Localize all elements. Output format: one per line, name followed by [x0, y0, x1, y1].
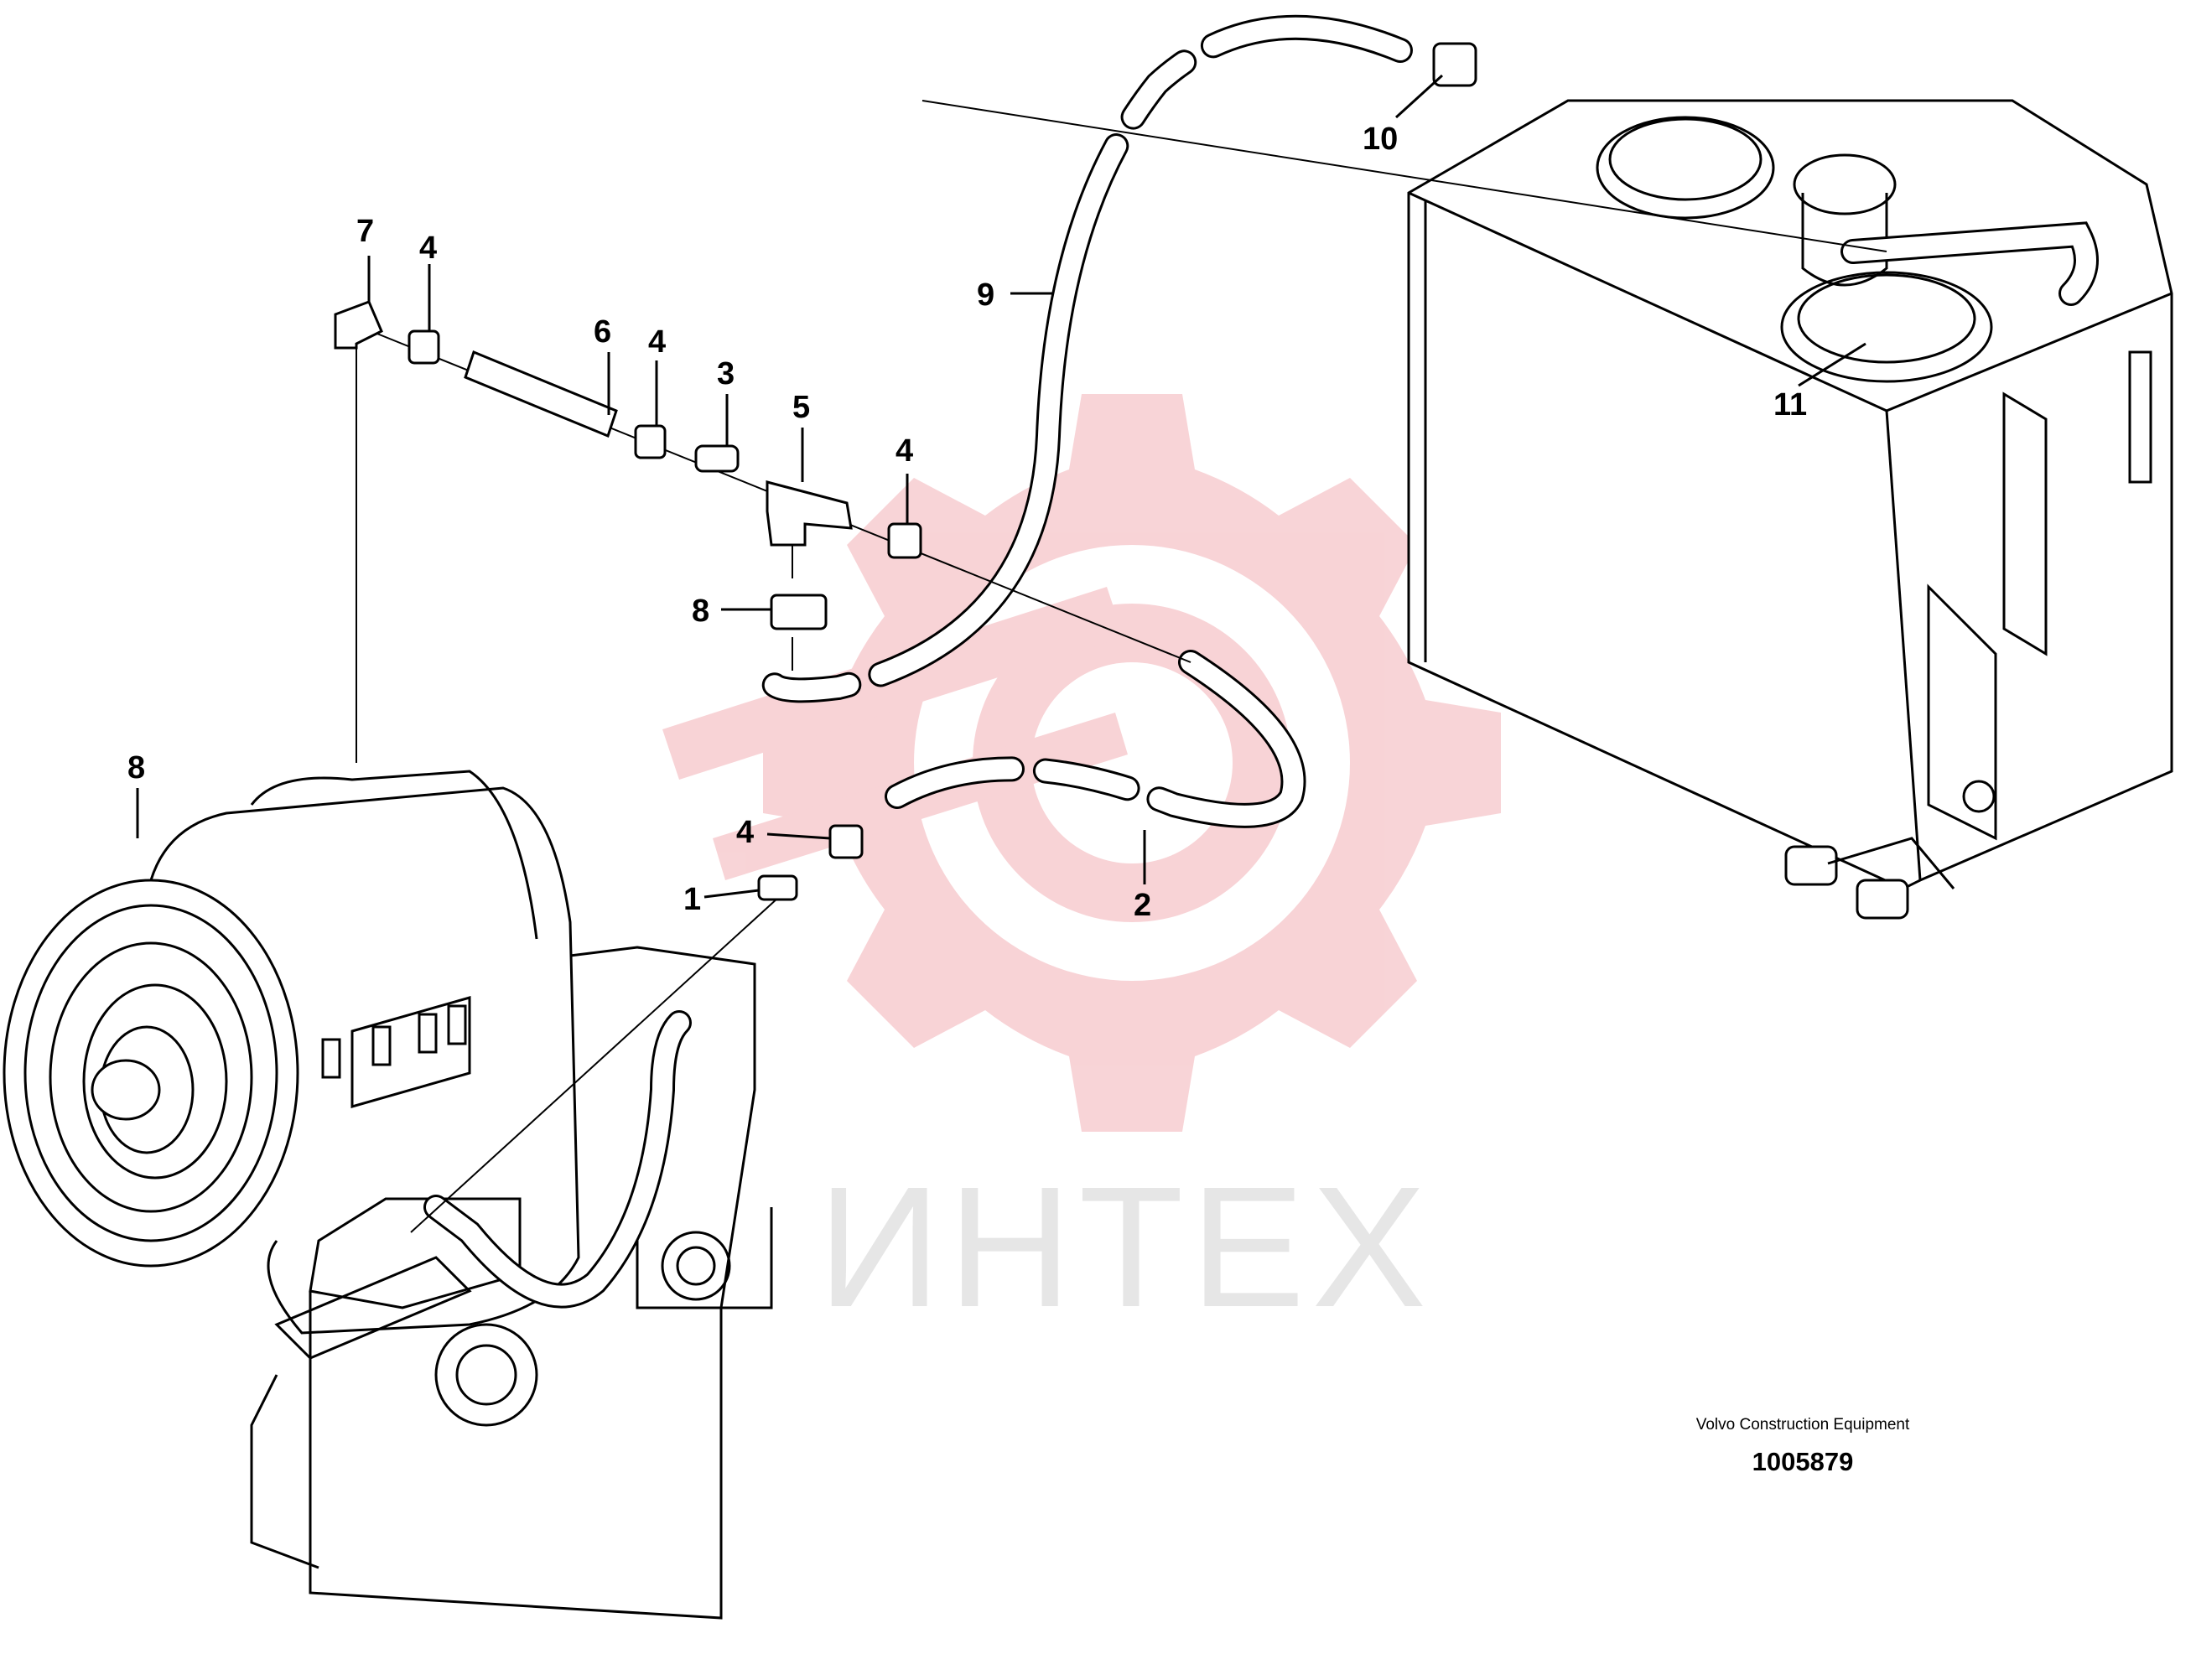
callout-2: 2: [1134, 888, 1151, 923]
hose-clamp-10: [1432, 42, 1477, 87]
callout-4-clamp-b: 4: [648, 324, 666, 360]
hose-clamp-4a: [408, 329, 440, 365]
callout-leaders: [136, 74, 1866, 899]
callout-labels: 7 4 6 4 3 5 4 8 9 10 11 8 4 1 2: [127, 122, 1807, 923]
callout-5: 5: [792, 390, 810, 425]
callout-8-clamp: 8: [692, 594, 709, 629]
hose-9: [759, 14, 1413, 703]
callout-8-transmission: 8: [127, 750, 145, 786]
elbow-fitting-7: [334, 300, 383, 350]
diagram-caption: Volvo Construction Equipment 1005879: [1677, 1415, 1929, 1477]
hose-clamp-4b: [634, 424, 667, 459]
hose-clamp-8: [770, 594, 828, 630]
hose-2: [885, 650, 1306, 828]
hydraulic-tank: [1407, 99, 2173, 920]
callout-3: 3: [717, 356, 735, 391]
callout-9: 9: [977, 277, 994, 313]
callout-10: 10: [1363, 122, 1398, 157]
watermark-gear-logo: [662, 394, 1501, 1132]
callout-4-clamp-a: 4: [419, 231, 437, 266]
pipeline-components: [334, 42, 1887, 1233]
callout-4-clamp-d: 4: [736, 815, 754, 850]
pipe-6: [464, 350, 618, 438]
callout-4-clamp-c: 4: [896, 433, 913, 469]
tee-fitting-5: [766, 480, 853, 547]
hose-clamp-4c: [887, 522, 922, 559]
manufacturer-label: Volvo Construction Equipment: [1695, 1416, 1910, 1434]
fitting-1: [757, 874, 798, 901]
nipple-3: [694, 444, 740, 473]
callout-6: 6: [594, 314, 611, 350]
callout-11: 11: [1773, 387, 1807, 423]
hose-clamp-4d: [828, 824, 864, 859]
watermark-text: ИНТЕХ: [818, 1151, 1434, 1343]
diagram-number: 1005879: [1752, 1447, 1854, 1476]
callout-1: 1: [683, 882, 701, 917]
callout-7: 7: [356, 214, 374, 249]
transmission-assembly: [3, 770, 773, 1620]
